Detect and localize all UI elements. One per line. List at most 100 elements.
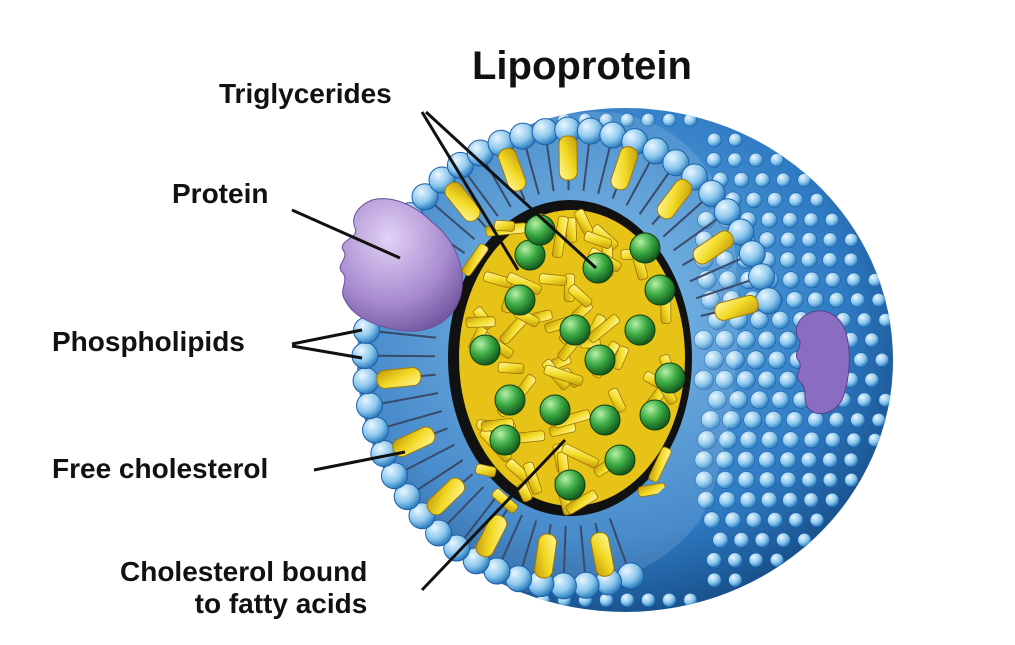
phospholipid-head	[728, 132, 743, 148]
phospholipid-head	[724, 511, 742, 529]
triglyceride	[654, 362, 686, 394]
phospholipid-head	[767, 512, 783, 528]
free-cholesterol	[376, 367, 422, 389]
triglyceride	[582, 252, 614, 284]
phospholipid-head	[843, 452, 859, 468]
phospholipid-head	[757, 370, 777, 390]
free-cholesterol	[392, 426, 436, 458]
phospholipid-head	[748, 263, 776, 291]
phospholipid-head	[769, 153, 784, 167]
phospholipid-head	[778, 371, 797, 389]
phospholipid-head	[776, 172, 791, 188]
phospholipid-head	[867, 273, 882, 287]
phospholipid-head	[780, 471, 797, 489]
phospholipid-head	[704, 350, 724, 370]
phospholipid-head	[443, 534, 471, 562]
phospholipid-head	[786, 411, 804, 429]
phospholipid-head	[722, 410, 742, 430]
phospholipid-head	[727, 152, 743, 168]
phospholipid-head	[779, 251, 797, 269]
phospholipid-head	[807, 411, 825, 429]
phospholipid-head	[713, 198, 741, 226]
triglyceride	[629, 232, 661, 264]
label-triglycerides: Triglycerides	[219, 78, 392, 109]
free-cholesterol	[444, 181, 481, 222]
leader-protein	[291, 208, 401, 260]
cholesterol-ester	[475, 463, 497, 478]
phospholipid-head	[864, 372, 880, 388]
phospholipid-head	[760, 491, 778, 509]
phospholipid-head	[746, 350, 766, 370]
triglyceride	[539, 394, 571, 426]
free-cholesterol	[534, 533, 558, 579]
cholesterol-ester	[465, 316, 496, 328]
phospholipid-head	[748, 152, 764, 168]
phospholipid-head	[750, 310, 769, 330]
phospholipid-head	[361, 416, 389, 444]
phospholipid-head	[683, 593, 698, 607]
phospholipid-head	[446, 151, 474, 179]
phospholipid-head	[694, 450, 714, 470]
phospholipid-head	[718, 491, 736, 509]
page-title: Lipoprotein	[472, 44, 692, 88]
protein-small	[795, 310, 850, 415]
phospholipid-head	[867, 433, 882, 447]
phospholipid-head	[572, 571, 600, 599]
phospholipid-head	[871, 413, 886, 427]
phospholipid-head	[800, 251, 818, 269]
phospholipid-head	[727, 552, 743, 568]
phospholipid-head	[715, 370, 735, 390]
phospholipid-head	[642, 137, 670, 165]
phospholipid-head	[745, 191, 763, 209]
phospholipid-head	[683, 113, 698, 127]
label-phospholipids: Phospholipids	[52, 326, 245, 357]
triglyceride	[604, 444, 636, 476]
phospholipid-head	[662, 592, 677, 608]
phospholipid-head	[737, 471, 756, 489]
phospholipid-head	[706, 552, 722, 568]
phospholipid-head	[776, 532, 791, 548]
phospholipid-head	[718, 430, 738, 450]
phospholipid-head	[782, 271, 800, 289]
cholesterol-ester	[607, 387, 627, 413]
phospholipid-head	[801, 472, 818, 488]
cholesterol-ester	[497, 361, 525, 375]
phospholipid-head	[693, 370, 714, 390]
phospholipid-head	[782, 431, 800, 449]
phospholipid-head	[758, 451, 776, 469]
phospholipid-head	[698, 179, 726, 207]
cutaway-section	[351, 111, 782, 600]
phospholipid-head	[716, 470, 735, 490]
phospholipid-head	[736, 450, 756, 470]
phospholipid-head	[703, 511, 721, 529]
phospholipid-head	[750, 390, 769, 410]
phospholipid-head	[662, 149, 690, 177]
phospholipid-head	[844, 472, 859, 488]
leader-phospholipids-2	[291, 344, 363, 360]
phospholipid-head	[856, 392, 872, 408]
leader-triglycerides-1	[420, 111, 520, 271]
phospholipid-head	[788, 192, 804, 208]
cholesterol-ester	[461, 243, 489, 277]
phospholipid-head	[822, 252, 838, 268]
phospholipid-head	[356, 392, 384, 420]
label-cholesterol-bound-line2: to fatty acids	[194, 588, 368, 619]
phospholipid-head	[380, 462, 408, 490]
cholesterol-ester	[583, 231, 613, 249]
phospholipid-head	[620, 592, 635, 608]
triglyceride	[584, 344, 616, 376]
phospholipid-head	[874, 352, 890, 368]
phospholipid-head	[779, 451, 797, 469]
phospholipid-head	[739, 491, 757, 509]
phospholipid-head	[803, 271, 821, 289]
leader-free-cholesterol	[313, 450, 406, 472]
phospholipid-head	[864, 332, 880, 348]
phospholipid-head	[748, 552, 764, 568]
cholesterol-ester	[494, 219, 516, 232]
phospholipid-head	[712, 531, 729, 549]
phospholipid-head	[846, 272, 862, 288]
free-cholesterol	[475, 514, 508, 558]
phospholipid-head	[809, 192, 825, 208]
phospholipid-head	[549, 572, 577, 600]
cholesterol-ester	[565, 490, 598, 515]
